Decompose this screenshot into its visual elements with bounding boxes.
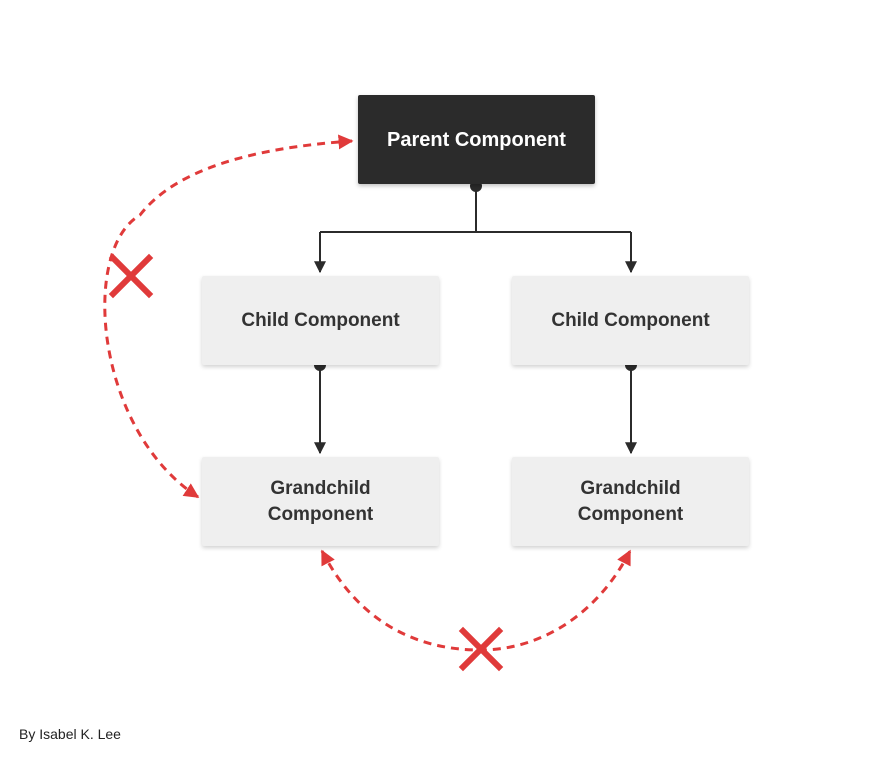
x-mark-icon [458, 626, 504, 672]
author-byline: By Isabel K. Lee [19, 726, 121, 742]
grandchild-component-label-line-2: Component [267, 503, 374, 525]
child-component-label: Child Component [551, 309, 710, 331]
blocked-path-grandchild-to-parent [103, 134, 354, 499]
parent-to-children-connector [314, 186, 637, 274]
child-component-node-left: Child Component [202, 276, 439, 365]
x-mark-icon [108, 253, 154, 299]
child-component-label: Child Component [241, 309, 400, 331]
child-to-grandchild-connectors [314, 365, 637, 455]
grandchild-component-label-line-1: Grandchild [580, 477, 681, 499]
parent-component-node: Parent Component [358, 95, 595, 184]
grandchild-component-label-line-2: Component [577, 503, 684, 525]
grandchild-component-label-line-1: Grandchild [270, 477, 371, 499]
child-component-node-right: Child Component [512, 276, 749, 365]
grandchild-component-node-left: Grandchild Component [202, 457, 439, 546]
grandchild-component-node-right: Grandchild Component [512, 457, 749, 546]
parent-component-label: Parent Component [387, 128, 566, 151]
blocked-path-grandchild-to-grandchild [320, 549, 632, 652]
